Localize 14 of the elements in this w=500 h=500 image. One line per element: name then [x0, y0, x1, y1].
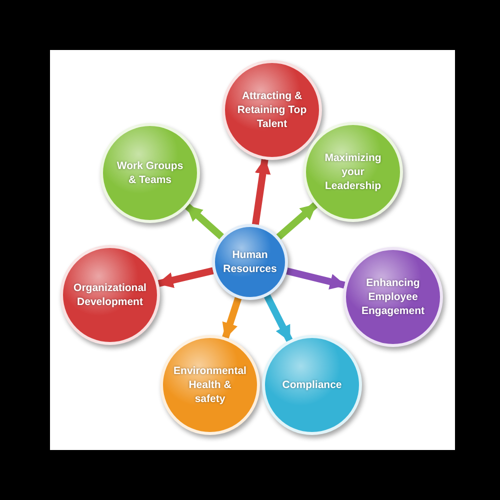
node-label: Human Resources [222, 248, 278, 276]
node-label: Environmental Health & safety [173, 364, 247, 406]
node-label: Compliance [282, 378, 342, 392]
arrow [157, 267, 214, 288]
node-label: Enhancing Employee Engagement [360, 276, 426, 318]
arrow [264, 294, 293, 342]
node-label: Maximizing your Leadership [324, 150, 382, 194]
arrow [222, 297, 242, 339]
node-label: Organizational Development [73, 280, 147, 310]
arrow [252, 158, 271, 225]
arrow [286, 268, 346, 290]
node-label: Attracting & Retaining Top Talent [236, 88, 308, 132]
arrow [276, 202, 318, 240]
node-label: Work Groups & Teams [116, 158, 184, 188]
